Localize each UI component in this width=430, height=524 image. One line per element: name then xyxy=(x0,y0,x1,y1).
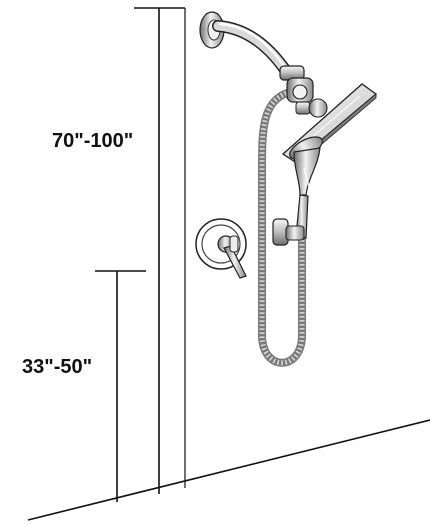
shower-hose-icon xyxy=(258,88,306,367)
diverter-icon xyxy=(279,65,328,118)
lower-dimension xyxy=(95,270,146,502)
lower-dimension-label: 33"-50" xyxy=(22,356,92,378)
mixing-valve-icon xyxy=(195,218,247,279)
wall-bracket-icon xyxy=(272,218,305,246)
upper-dimension xyxy=(134,7,185,494)
floor-line xyxy=(27,419,430,521)
handheld-shower-icon xyxy=(289,136,323,239)
shower-arm-icon xyxy=(212,20,294,80)
upper-dimension-label: 70"-100" xyxy=(52,130,133,152)
